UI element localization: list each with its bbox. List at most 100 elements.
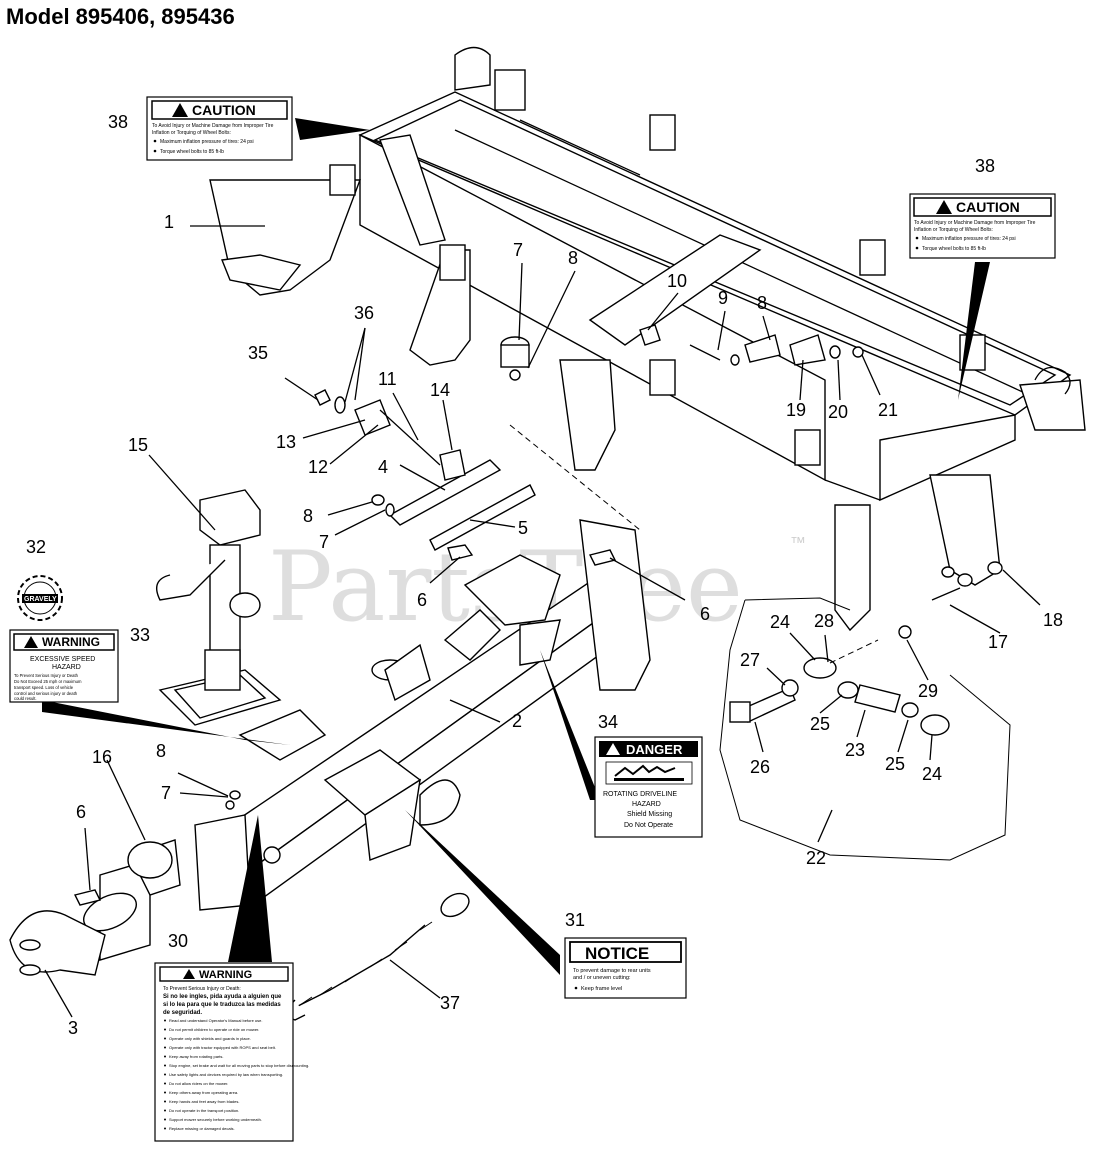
callout-7-tongue: 7: [161, 783, 171, 803]
callout-19: 19: [786, 400, 806, 420]
callout-22: 22: [806, 848, 826, 868]
callout-2: 2: [512, 711, 522, 731]
callout-27: 27: [740, 650, 760, 670]
svg-text:EXCESSIVE SPEED: EXCESSIVE SPEED: [30, 656, 95, 663]
svg-text:WARNING: WARNING: [42, 635, 100, 649]
warning-rule: Read and understand Operator's Manual be…: [169, 1018, 263, 1023]
svg-text:Torque wheel bolts to 85 ft-lb: Torque wheel bolts to 85 ft-lb: [160, 149, 224, 155]
warning-rule: Use safety lights and devices required b…: [169, 1072, 283, 1077]
svg-text:HAZARD: HAZARD: [52, 664, 81, 671]
front-hitch-parts: [9, 839, 181, 976]
svg-text:To prevent damage to rear unit: To prevent damage to rear units: [573, 968, 651, 974]
svg-text:Shield Missing: Shield Missing: [627, 811, 672, 818]
caution-decal-left: CAUTION To Avoid Injury or Machine Damag…: [146, 96, 293, 161]
warning-rule: Stop engine, set brake and wait for all …: [169, 1063, 309, 1068]
svg-text:DANGER: DANGER: [626, 742, 683, 757]
rule-bullet: [164, 1028, 166, 1031]
warning-large-decal: WARNING To Prevent Serious Injury or Dea…: [154, 962, 309, 1142]
svg-text:Keep frame level: Keep frame level: [581, 986, 622, 992]
warning-triangle-icon: [24, 636, 38, 648]
callout-6-left: 6: [76, 802, 86, 822]
svg-text:To Avoid Injury or Machine Dam: To Avoid Injury or Machine Damage from I…: [914, 220, 1036, 226]
callout-3: 3: [68, 1018, 78, 1038]
main-frame: [209, 46, 1086, 632]
callout-36: 36: [354, 303, 374, 323]
callout-9: 9: [718, 288, 728, 308]
callout-24-top: 24: [770, 612, 790, 632]
callout-12: 12: [308, 457, 328, 477]
rule-bullet: [164, 1109, 166, 1112]
warning-speed-decal: WARNING EXCESSIVE SPEED HAZARD To Preven…: [9, 629, 119, 703]
rule-bullet: [164, 1019, 166, 1022]
caution-decal-right: CAUTION To Avoid Injury or Machine Damag…: [909, 193, 1056, 259]
svg-text:Torque wheel bolts to 85 ft-lb: Torque wheel bolts to 85 ft-lb: [922, 246, 986, 252]
diagram-title: Model 895406, 895436: [6, 4, 235, 29]
callout-18: 18: [1043, 610, 1063, 630]
tongue-jack: [156, 489, 282, 726]
callout-10: 10: [667, 271, 687, 291]
gravely-badge: GRAVELY: [17, 575, 63, 621]
callout-8-left: 8: [303, 506, 313, 526]
callout-25-left: 25: [810, 714, 830, 734]
svg-text:Do Not Operate: Do Not Operate: [624, 822, 673, 829]
rule-bullet: [164, 1055, 166, 1058]
callout-17: 17: [988, 632, 1008, 652]
callout-21: 21: [878, 400, 898, 420]
notice-decal: NOTICE To prevent damage to rear units a…: [564, 937, 687, 999]
warning-rule: Operate only with tractor equipped with …: [169, 1045, 276, 1050]
callout-11: 11: [378, 369, 397, 389]
svg-text:GRAVELY: GRAVELY: [24, 596, 57, 603]
svg-text:ROTATING DRIVELINE: ROTATING DRIVELINE: [603, 791, 677, 798]
svg-text:and / or uneven cutting:: and / or uneven cutting:: [573, 975, 631, 981]
svg-text:Si no lee ingles, pida ayuda a: Si no lee ingles, pida ayuda a alguien q…: [163, 994, 282, 1000]
hitch-tongue: [194, 519, 651, 911]
rule-bullet: [164, 1046, 166, 1049]
warning-rule: Operate only with shields and guards in …: [169, 1036, 251, 1041]
callout-37: 37: [440, 993, 460, 1013]
rule-bullet: [164, 1073, 166, 1076]
svg-text:Do Not Exceed 25 mph or maximu: Do Not Exceed 25 mph or maximum: [14, 679, 82, 684]
rule-bullet: [164, 1127, 166, 1130]
danger-triangle-icon: [606, 743, 620, 755]
hardware: [73, 324, 1003, 906]
svg-text:CAUTION: CAUTION: [956, 199, 1020, 215]
callout-16: 16: [92, 747, 112, 767]
svg-text:HAZARD: HAZARD: [632, 801, 661, 808]
rule-bullet: [164, 1037, 166, 1040]
callout-33: 33: [130, 625, 150, 645]
callout-8-top: 8: [568, 248, 578, 268]
callout-14: 14: [430, 380, 450, 400]
warning-rules-list: Read and understand Operator's Manual be…: [164, 1018, 309, 1131]
svg-text:CAUTION: CAUTION: [192, 102, 256, 118]
leader-lines: [44, 225, 1041, 1018]
decal-pointers: [42, 118, 990, 975]
callout-numbers: 1 2 3 4 5 6 6 6 7 7 7 8 8 8 8 9 10 11 12…: [26, 112, 1063, 1038]
callout-6-center: 6: [417, 590, 427, 610]
svg-text:could result.: could result.: [14, 696, 37, 701]
warning-rule: Do not allow riders on the mower.: [169, 1081, 228, 1086]
svg-text:To Prevent Serious Injury or D: To Prevent Serious Injury or Death: [14, 673, 79, 678]
callout-7-top: 7: [513, 240, 523, 260]
warning-rule: Keep away from rotating parts.: [169, 1054, 223, 1059]
svg-text:transport speed. Loss of vehic: transport speed. Loss of vehicle: [14, 685, 74, 690]
warning-triangle-icon: [936, 200, 952, 214]
warning-rule: Replace missing or damaged decals.: [169, 1126, 235, 1131]
warning-rule: Keep hands and feet away from blades.: [169, 1099, 240, 1104]
callout-24-bottom: 24: [922, 764, 942, 784]
svg-text:Inflation or Torquing of Wheel: Inflation or Torquing of Wheel Bolts:: [914, 227, 993, 233]
callout-20: 20: [828, 402, 848, 422]
callout-32: 32: [26, 537, 46, 557]
callout-35: 35: [248, 343, 268, 363]
svg-text:To Avoid Injury or Machine Dam: To Avoid Injury or Machine Damage from I…: [152, 123, 274, 129]
rule-bullet: [164, 1118, 166, 1121]
warning-triangle-icon: [172, 103, 188, 117]
warning-rule: Do not permit children to operate or rid…: [169, 1027, 259, 1032]
svg-text:si lo lea para que le traduzca: si lo lea para que le traduzca las medid…: [163, 1002, 281, 1008]
callout-26: 26: [750, 757, 770, 777]
svg-text:WARNING: WARNING: [199, 969, 252, 981]
callout-5: 5: [518, 518, 528, 538]
warning-rule: Do not operate in the transport position…: [169, 1108, 239, 1113]
callout-30: 30: [168, 931, 188, 951]
warning-triangle-icon: [183, 969, 195, 979]
